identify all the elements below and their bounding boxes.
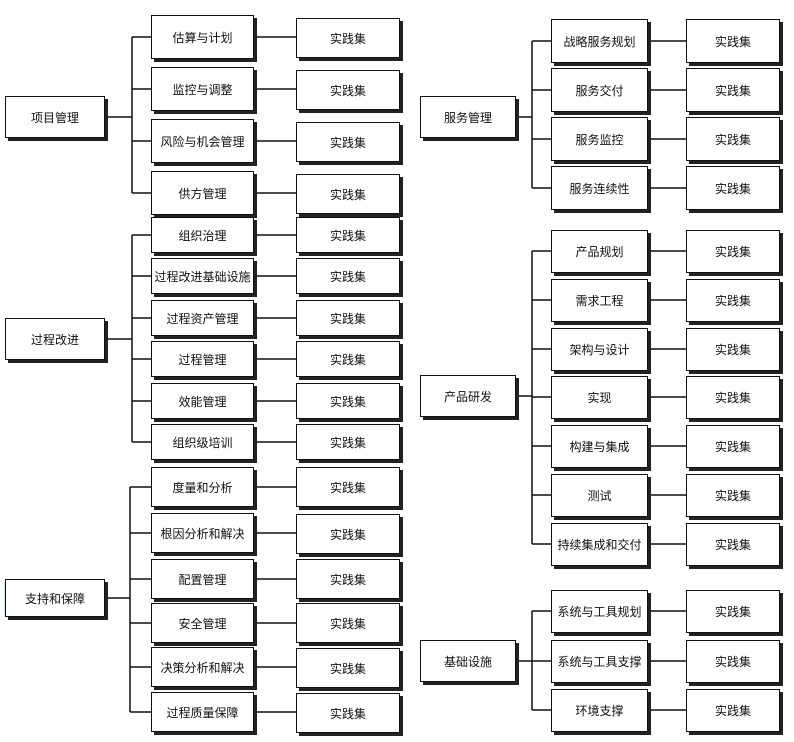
category-box[interactable]: 估算与计划: [151, 15, 254, 59]
group-box-support-and-assurance[interactable]: 支持和保障: [5, 579, 105, 617]
category-box[interactable]: 产品规划: [551, 230, 648, 273]
practice-set-box[interactable]: 实践集: [296, 217, 400, 253]
practice-set-box[interactable]: 实践集: [296, 603, 400, 643]
category-box[interactable]: 系统与工具支撑: [551, 640, 648, 683]
practice-set-box[interactable]: 实践集: [686, 230, 780, 273]
group-box-product-rd[interactable]: 产品研发: [420, 375, 516, 417]
category-box[interactable]: 根因分析和解决: [151, 513, 254, 553]
category-box[interactable]: 过程管理: [151, 341, 254, 377]
group-box-process-improvement[interactable]: 过程改进: [5, 318, 105, 360]
practice-set-box[interactable]: 实践集: [296, 559, 400, 599]
category-box[interactable]: 度量和分析: [151, 467, 254, 507]
practice-set-box[interactable]: 实践集: [686, 376, 780, 419]
practice-set-box[interactable]: 实践集: [296, 300, 400, 336]
category-box[interactable]: 服务连续性: [551, 166, 648, 210]
practice-set-box[interactable]: 实践集: [296, 122, 400, 162]
category-box[interactable]: 过程资产管理: [151, 300, 254, 336]
category-box[interactable]: 服务交付: [551, 68, 648, 112]
category-box[interactable]: 效能管理: [151, 383, 254, 419]
category-box[interactable]: 过程改进基础设施: [151, 258, 254, 294]
category-box[interactable]: 组织级培训: [151, 424, 254, 460]
category-box[interactable]: 组织治理: [151, 217, 254, 253]
practice-set-box[interactable]: 实践集: [686, 523, 780, 566]
practice-set-box[interactable]: 实践集: [686, 19, 780, 63]
category-box[interactable]: 供方管理: [151, 171, 254, 215]
category-box[interactable]: 战略服务规划: [551, 19, 648, 63]
category-box[interactable]: 测试: [551, 474, 648, 517]
category-box[interactable]: 过程质量保障: [151, 692, 254, 732]
category-box[interactable]: 持续集成和交付: [551, 523, 648, 566]
category-box[interactable]: 决策分析和解决: [151, 647, 254, 687]
practice-set-box[interactable]: 实践集: [296, 258, 400, 294]
practice-set-box[interactable]: 实践集: [686, 279, 780, 322]
category-box[interactable]: 实现: [551, 376, 648, 419]
practice-set-box[interactable]: 实践集: [296, 693, 400, 733]
category-box[interactable]: 风险与机会管理: [151, 119, 254, 163]
practice-set-box[interactable]: 实践集: [686, 117, 780, 161]
practice-set-box[interactable]: 实践集: [296, 341, 400, 377]
category-box[interactable]: 配置管理: [151, 559, 254, 599]
category-box[interactable]: 安全管理: [151, 603, 254, 643]
practice-set-box[interactable]: 实践集: [686, 689, 780, 732]
practice-set-box[interactable]: 实践集: [686, 474, 780, 517]
practice-set-box[interactable]: 实践集: [296, 424, 400, 460]
practice-set-box[interactable]: 实践集: [686, 425, 780, 468]
practice-set-box[interactable]: 实践集: [296, 174, 400, 214]
practice-set-box[interactable]: 实践集: [296, 70, 400, 110]
category-box[interactable]: 系统与工具规划: [551, 590, 648, 633]
practice-set-box[interactable]: 实践集: [686, 68, 780, 112]
practice-set-box[interactable]: 实践集: [296, 514, 400, 554]
category-box[interactable]: 构建与集成: [551, 425, 648, 468]
category-box[interactable]: 需求工程: [551, 279, 648, 322]
group-box-service-management[interactable]: 服务管理: [420, 96, 516, 138]
group-box-infrastructure[interactable]: 基础设施: [420, 640, 516, 682]
category-box[interactable]: 环境支撑: [551, 689, 648, 732]
practice-set-box[interactable]: 实践集: [296, 467, 400, 507]
practice-set-box[interactable]: 实践集: [686, 328, 780, 371]
category-box[interactable]: 监控与调整: [151, 67, 254, 111]
category-box[interactable]: 服务监控: [551, 117, 648, 161]
practice-set-box[interactable]: 实践集: [296, 18, 400, 58]
practice-set-box[interactable]: 实践集: [296, 383, 400, 419]
practice-set-box[interactable]: 实践集: [686, 166, 780, 210]
group-box-project-management[interactable]: 项目管理: [5, 96, 105, 138]
category-box[interactable]: 架构与设计: [551, 328, 648, 371]
practice-set-box[interactable]: 实践集: [686, 590, 780, 633]
practice-set-box[interactable]: 实践集: [296, 648, 400, 688]
practice-set-box[interactable]: 实践集: [686, 640, 780, 683]
